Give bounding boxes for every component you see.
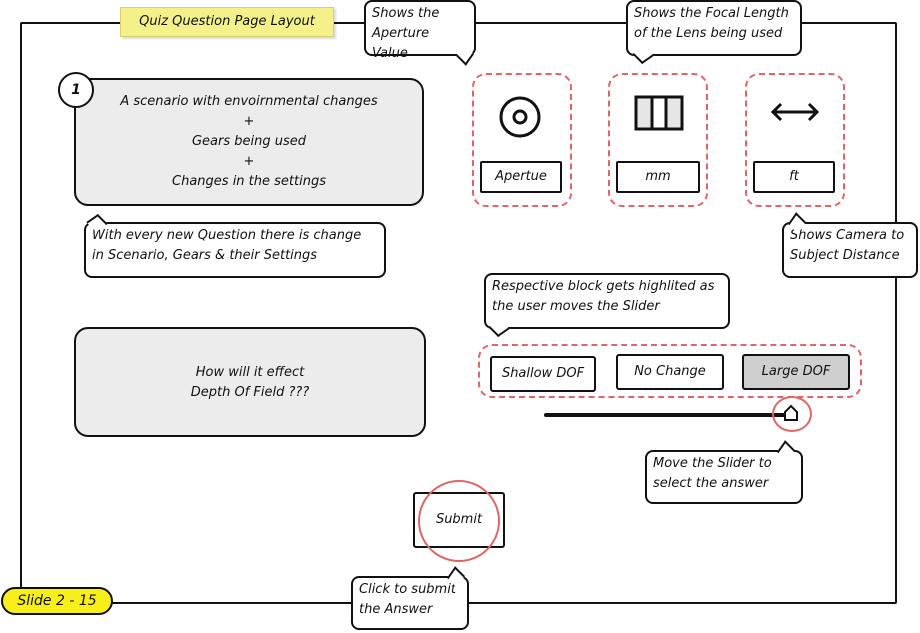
scenario-card: A scenario with envoirnmental changes + … <box>74 78 424 206</box>
callout-submit-hint: Click to submit the Answer <box>351 566 469 630</box>
submit-highlight-circle <box>418 480 500 562</box>
distance-field[interactable]: ft <box>753 161 835 193</box>
question-prompt-line: Depth Of Field ??? <box>190 385 310 400</box>
callout-text: Shows the Focal Length <box>634 6 789 21</box>
scenario-line: A scenario with envoirnmental changes <box>120 94 378 109</box>
answer-options-group: Shallow DOF No Change Large DOF <box>478 344 862 398</box>
aperture-setting-group: Apertue <box>472 73 572 207</box>
callout-text: Subject Distance <box>790 248 900 263</box>
scenario-line: Gears being used <box>191 134 307 149</box>
focal-length-setting-group: mm <box>608 73 708 207</box>
callout-highlight: Respective block gets highlited as the u… <box>484 273 730 338</box>
option-no-change[interactable]: No Change <box>616 354 724 390</box>
slider-highlight-circle <box>772 396 812 432</box>
scenario-line: Changes in the settings <box>172 174 326 189</box>
focal-length-icon <box>634 95 684 131</box>
callout-text: With every new Question there is change <box>92 228 362 243</box>
aperture-value-field[interactable]: Apertue <box>480 161 562 193</box>
distance-setting-group: ft <box>745 73 845 207</box>
callout-slider-hint: Move the Slider to select the answer <box>645 440 803 504</box>
option-large-dof[interactable]: Large DOF <box>742 354 850 390</box>
answer-slider-track[interactable] <box>544 413 786 417</box>
question-prompt-card: How will it effect Depth Of Field ??? <box>74 327 426 437</box>
callout-text: of the Lens being used <box>634 26 783 41</box>
callout-text: Aperture Value <box>372 26 430 61</box>
scenario-line: + <box>243 114 255 129</box>
callout-text: select the answer <box>653 476 769 491</box>
callout-question-change: With every new Question there is change … <box>84 213 386 278</box>
callout-text: Click to submit <box>359 582 456 597</box>
question-prompt-line: How will it effect <box>195 365 305 380</box>
callout-text: Move the Slider to <box>653 456 772 471</box>
page-title: Quiz Question Page Layout <box>120 7 334 37</box>
aperture-icon <box>499 96 541 138</box>
scenario-line: + <box>243 154 255 169</box>
distance-arrow-icon <box>770 102 820 122</box>
slide-number-badge: Slide 2 - 15 <box>1 587 113 615</box>
callout-text: Shows the <box>372 6 440 21</box>
callout-distance: Shows Camera to Subject Distance <box>782 212 918 278</box>
question-number: 1 <box>58 72 94 108</box>
callout-text: in Scenario, Gears & their Settings <box>92 248 318 263</box>
callout-focal-length: Shows the Focal Length of the Lens being… <box>626 0 802 65</box>
callout-text: Shows Camera to <box>790 228 905 243</box>
callout-text: the Answer <box>359 602 433 617</box>
option-shallow-dof[interactable]: Shallow DOF <box>490 356 596 392</box>
focal-length-field[interactable]: mm <box>616 161 700 193</box>
callout-aperture: Shows the Aperture Value <box>364 0 476 66</box>
slider-thumb-icon[interactable] <box>782 404 800 422</box>
callout-text: the user moves the Slider <box>492 299 660 314</box>
callout-text: Respective block gets highlited as <box>492 279 715 294</box>
